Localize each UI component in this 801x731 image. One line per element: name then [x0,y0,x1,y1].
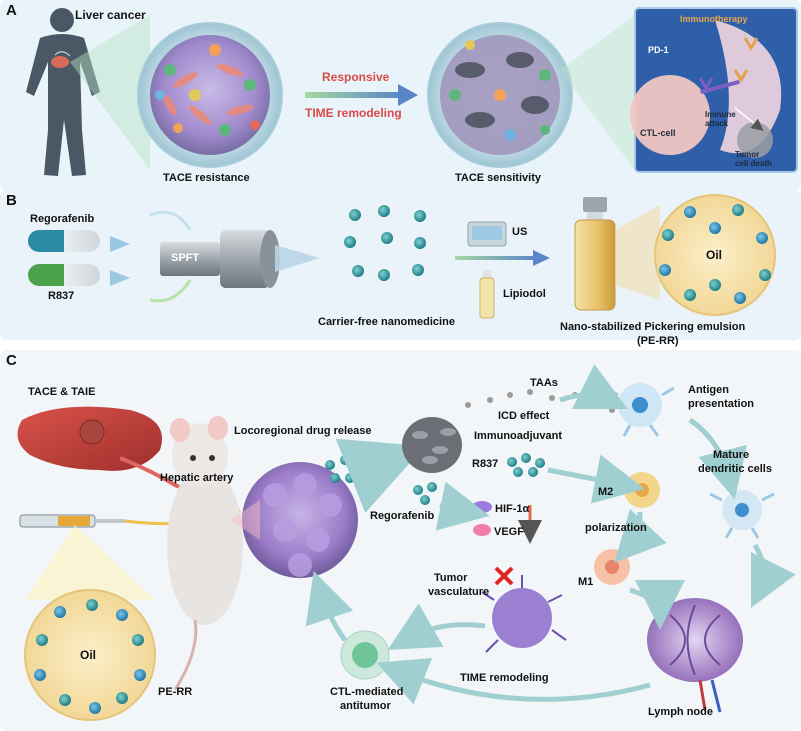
zoom-cone-2 [560,15,635,170]
vial-zoom-cone [615,205,660,300]
emulsion-vial-icon [574,197,616,311]
spft-device-icon [149,210,320,303]
r837-label-c: R837 [472,458,499,470]
immunotherapy-inset [630,7,798,173]
time-remodeling-label-c: TIME remodeling [460,672,549,684]
tace-sensitivity-sphere [427,22,573,168]
panel-c-letter: C [6,352,17,369]
oil-label-c: Oil [80,648,97,662]
r837-particles [507,453,545,477]
responsive-label: Responsive [322,70,390,84]
mature-label-1: Mature [713,449,750,461]
panel-a-letter: A [6,2,17,19]
immunotherapy-label: Immunotherapy [680,14,748,24]
capsule-arrow-1 [110,236,130,252]
tumor-death-label: Tumor cell death [735,150,772,168]
antigen-label-1: Antigen [688,384,729,396]
immune-attack-label: Immune attack [705,110,736,128]
oil-droplet-b [654,194,776,316]
tumor-mass-c [242,462,358,578]
regorafenib-capsule [28,230,100,252]
capsule-arrow-2 [110,270,130,286]
carrier-free-label: Carrier-free nanomedicine [318,316,455,328]
regorafenib-label-c: Regorafenib [370,510,435,522]
regorafenib-particles [413,482,437,505]
tace-sensitivity-label: TACE sensitivity [455,172,541,184]
r837-capsule [28,264,100,286]
m2-macrophage [624,472,660,508]
liver-icon [17,406,231,512]
carrier-free-nanoparticles [344,205,426,281]
tace-resistance-sphere [137,22,283,168]
tace-taie-label: TACE & TAIE [28,386,96,398]
antigen-label-2: presentation [688,398,755,410]
lymph-node-icon [647,598,743,713]
m2-label: M2 [598,486,614,498]
released-nanoparticles [325,455,370,485]
cycle-arrows [305,364,796,705]
pe-rr-label: PE-RR [158,686,193,698]
locoregional-label: Locoregional drug release [234,425,372,437]
taas-label: TAAs [530,377,558,389]
regorafenib-label-b: Regorafenib [30,213,95,225]
ctl-cell-label: CTL-cell [640,128,676,138]
vasculature-label: vasculature [428,586,490,598]
tumor-beam [230,500,260,540]
polarization-label: polarization [585,522,647,534]
r837-label-b: R837 [48,290,75,302]
vegf-label: VEGF [494,526,524,538]
us-label: US [512,226,528,238]
oil-label-b: Oil [706,248,723,262]
antigen-presenting-cell [605,383,675,437]
syringe-zoom-cone [25,525,155,600]
tumor-vasculature-icon [481,575,567,653]
mature-dendritic-cell [709,490,775,539]
lymph-node-label: Lymph node [648,706,713,718]
pd1-label: PD-1 [648,45,669,55]
spft-label: SPFT [171,252,200,264]
time-remodeling-label-a: TIME remodeling [305,106,402,120]
emulsion-label-1: Nano-stabilized Pickering emulsion [560,321,746,333]
hepatic-artery-label: Hepatic artery [160,472,234,484]
human-silhouette-icon [26,8,100,176]
time-remodeling-arrow [305,84,418,106]
icd-effect-label: ICD effect [498,410,550,422]
block-x-icon [494,566,514,586]
hif-label: HIF-1α [495,503,530,515]
oil-droplet-c [24,589,156,721]
liver-cancer-label: Liver cancer [75,8,146,22]
emulsion-label-2: (PE-RR) [637,335,679,347]
lipiodol-ampoule-icon [479,270,495,319]
ctl-cell-icon [340,630,390,680]
m1-label: M1 [578,576,594,588]
tumor-label: Tumor [434,572,468,584]
ctl-label-1: CTL-mediated [330,686,404,698]
immunoadjuvant-label: Immunoadjuvant [474,430,563,442]
mouse-icon [167,416,243,691]
ultrasound-bath-icon [467,221,507,247]
mature-label-2: dendritic cells [698,463,772,475]
zoom-cone [70,15,150,170]
release-arrow [335,438,425,513]
ctl-label-2: antitumor [340,700,391,712]
lipiodol-label: Lipiodol [503,288,546,300]
tace-resistance-label: TACE resistance [163,172,250,184]
m1-macrophage [594,549,630,585]
panel-b-letter: B [6,192,17,209]
process-arrow-b [455,250,550,266]
